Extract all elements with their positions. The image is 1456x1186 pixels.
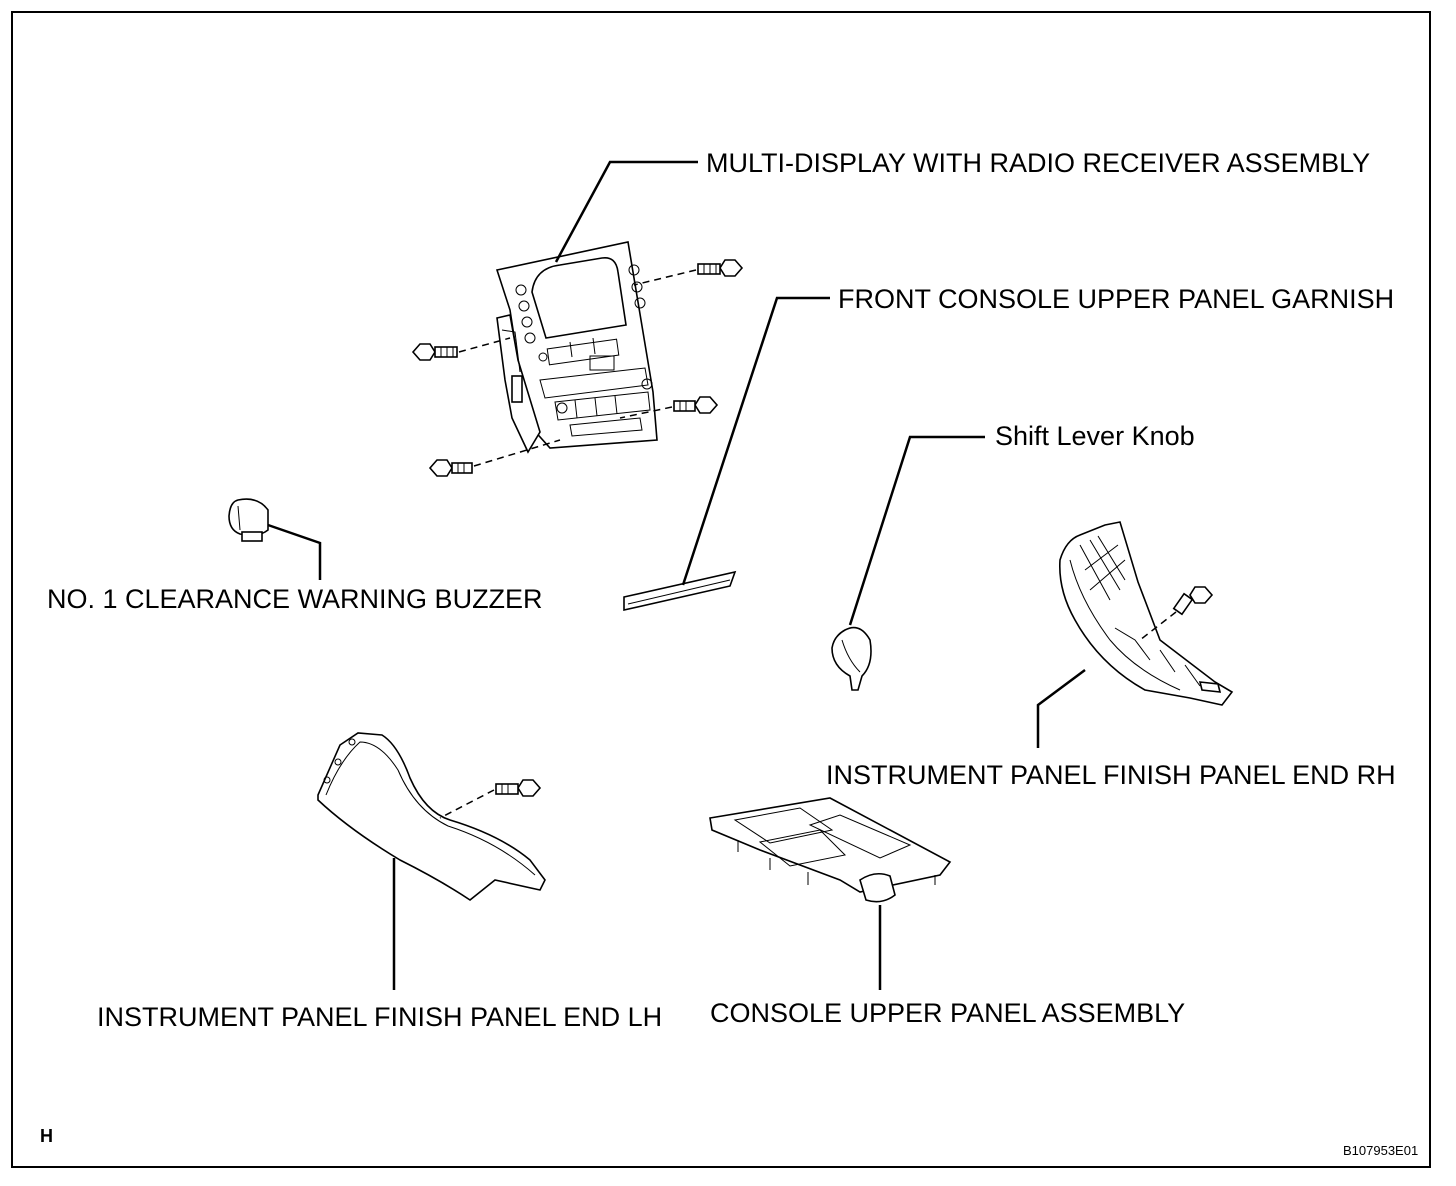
bolt-1 [411,337,511,361]
shift-lever-knob-part [831,626,872,691]
console-upper-panel-part [709,797,952,903]
front-console-garnish-part [623,570,737,612]
clearance-buzzer-part [228,498,269,542]
finish-panel-lh-part [317,732,546,901]
bolt-5 [1139,586,1214,641]
label-finish-panel-rh: INSTRUMENT PANEL FINISH PANEL END RH [826,760,1396,790]
bolt-4 [428,439,561,477]
corner-mark: H [40,1126,53,1146]
leader-shift-lever-knob [848,435,985,626]
label-multi-display: MULTI-DISPLAY WITH RADIO RECEIVER ASSEMB… [706,148,1371,178]
diagram-frame [11,11,1431,1168]
multi-display-radio-receiver-part [495,241,658,454]
label-front-console-garnish: FRONT CONSOLE UPPER PANEL GARNISH [838,284,1395,314]
finish-panel-rh-part [1058,521,1234,706]
label-finish-panel-lh: INSTRUMENT PANEL FINISH PANEL END LH [97,1002,663,1032]
figure-code: B107953E01 [1343,1143,1419,1158]
label-clearance-buzzer: NO. 1 CLEARANCE WARNING BUZZER [47,584,543,614]
bolt-6 [439,779,542,819]
label-shift-lever-knob: Shift Lever Knob [995,421,1195,451]
label-console-upper-panel: CONSOLE UPPER PANEL ASSEMBLY [710,998,1186,1028]
bolt-3 [619,396,719,419]
leader-clearance-buzzer [267,523,322,580]
leader-front-console-garnish [681,296,830,586]
leader-finish-panel-rh [1036,668,1086,748]
leader-multi-display [554,160,698,263]
bolt-2 [633,259,744,286]
